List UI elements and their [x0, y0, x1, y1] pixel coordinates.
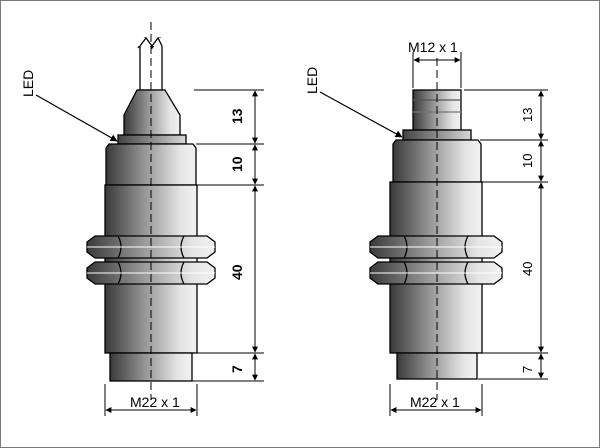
right-dim-13: 13 [520, 108, 535, 122]
left-led-leader [35, 94, 118, 142]
right-dim-40: 40 [520, 262, 535, 276]
right-led-label: LED [304, 67, 320, 94]
left-dim-13: 13 [229, 108, 245, 124]
right-thread-label: M22 x 1 [410, 394, 460, 410]
left-cable-gland [123, 89, 181, 136]
right-sensor [369, 89, 503, 380]
right-thread-dimension [389, 384, 483, 416]
right-dim-7: 7 [520, 366, 535, 373]
left-dim-40: 40 [229, 264, 245, 280]
left-led-label: LED [20, 70, 36, 97]
left-dim-10: 10 [229, 156, 245, 172]
right-vertical-dimensions [464, 89, 548, 380]
left-vertical-dimensions [192, 89, 264, 382]
right-led-leader [319, 91, 403, 138]
left-led-ring [117, 134, 187, 145]
left-thread-dimension [104, 384, 198, 416]
left-thread-label: M22 x 1 [130, 394, 180, 410]
right-dim-10: 10 [520, 154, 535, 168]
right-connector-dimension [412, 52, 462, 88]
left-dim-7: 7 [229, 365, 245, 373]
right-connector-label: M12 x 1 [408, 39, 458, 55]
